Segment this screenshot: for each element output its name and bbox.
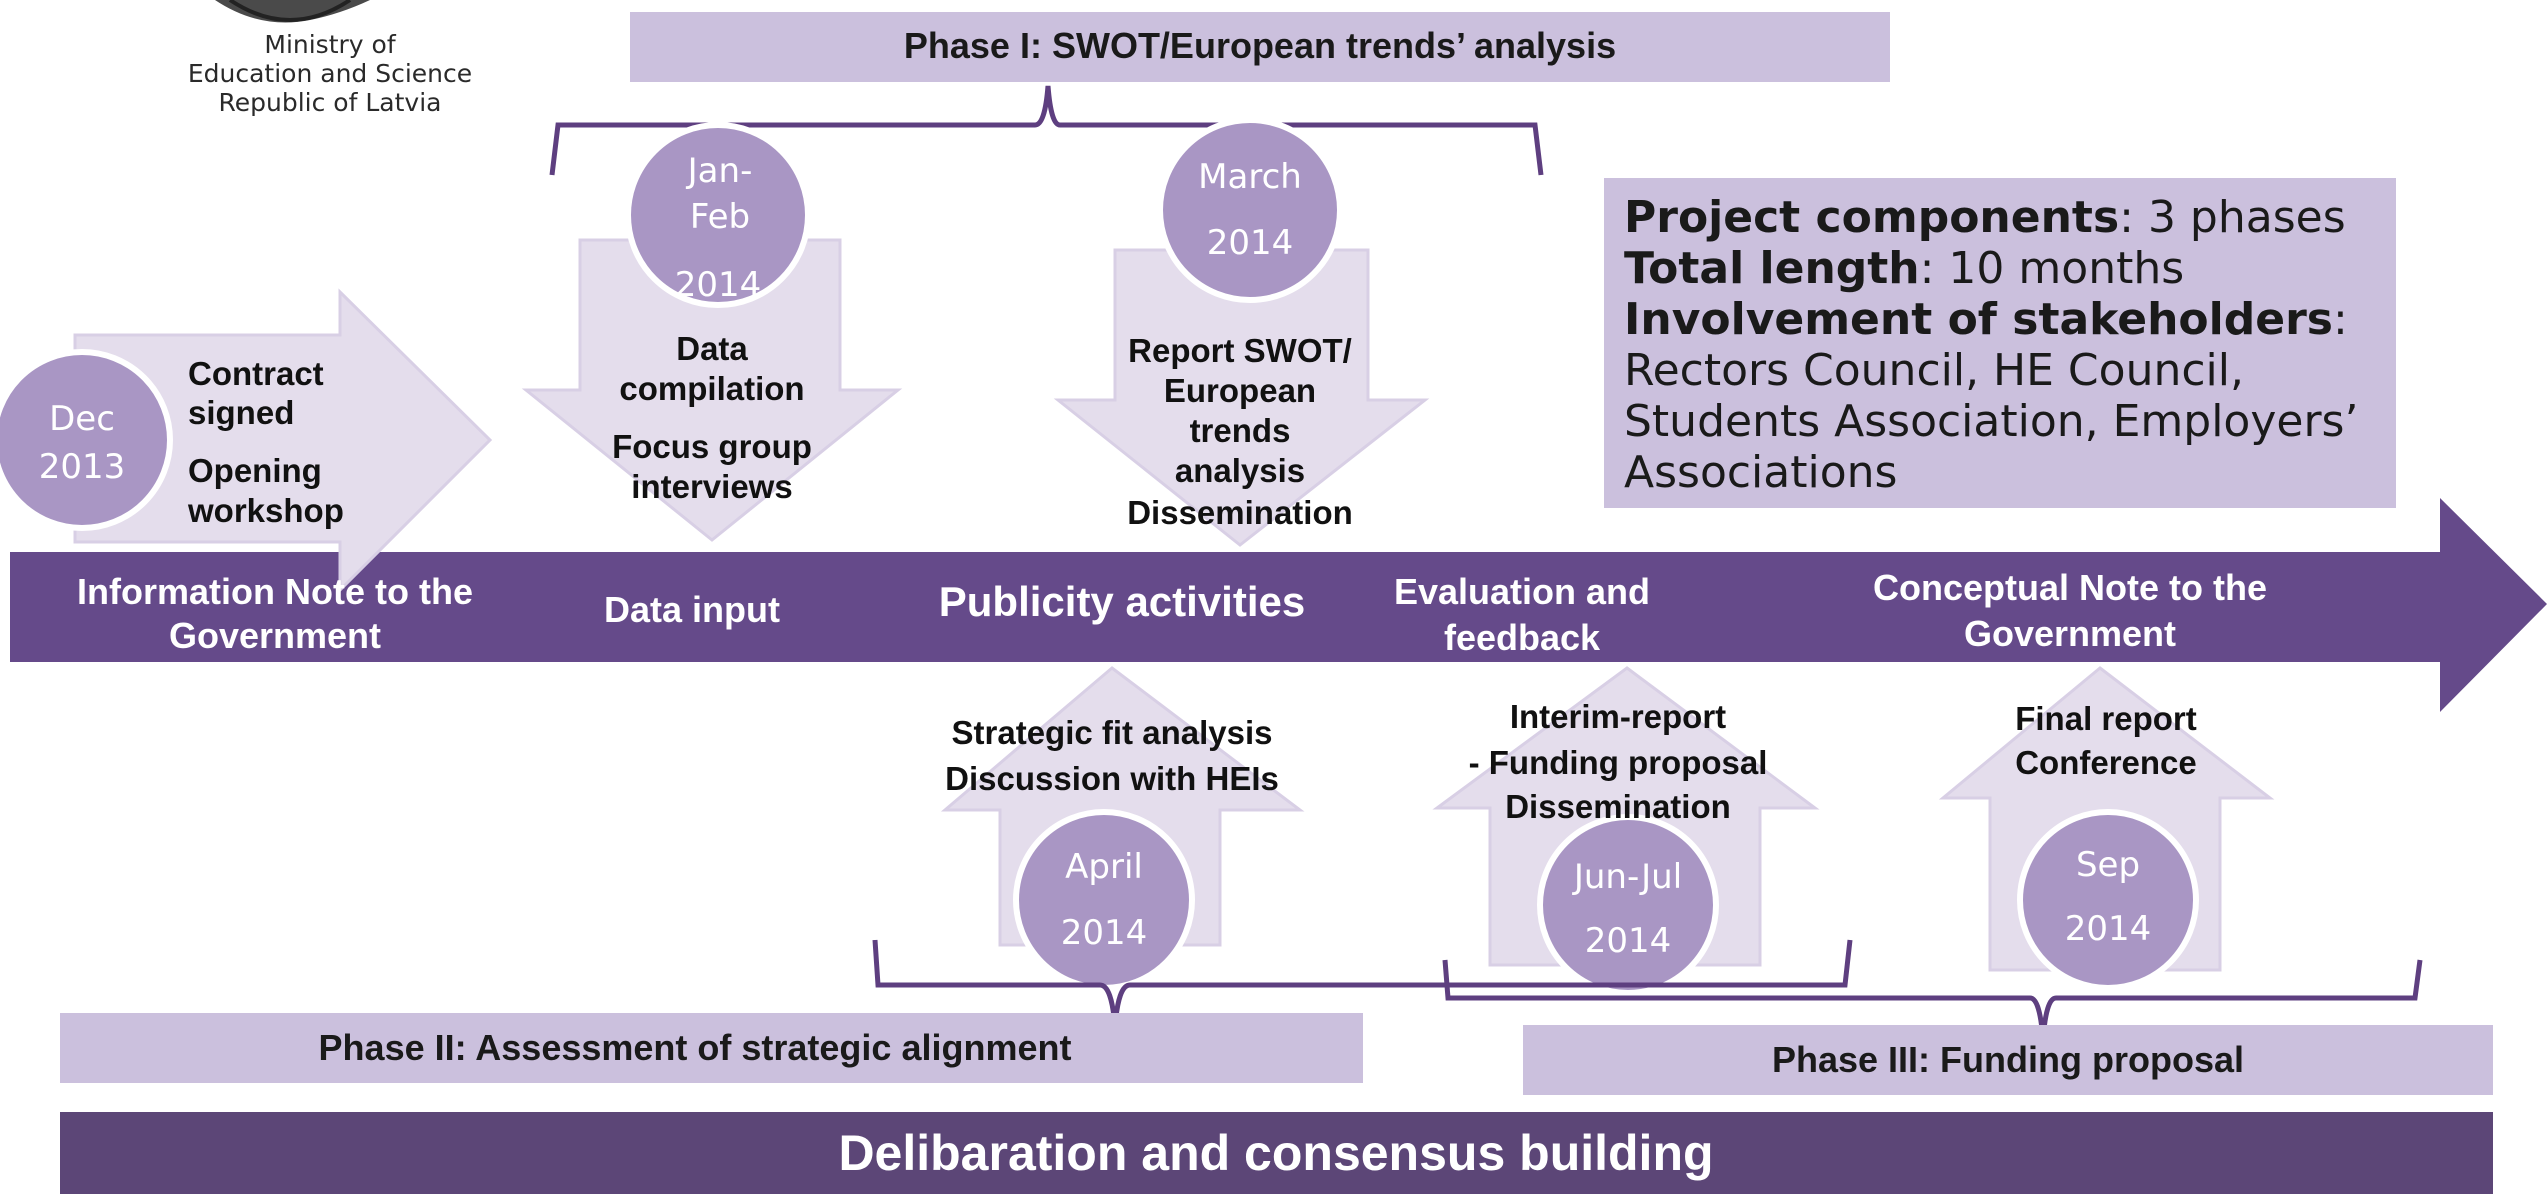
timeline-arrow bbox=[10, 498, 2547, 712]
date-circle-janfeb bbox=[625, 122, 811, 308]
components-value: : 3 phases bbox=[2119, 192, 2346, 243]
strategic-line2: Discussion with HEIs bbox=[945, 760, 1279, 797]
date-circle-march bbox=[1157, 117, 1343, 303]
stakeholders-line1: Rectors Council, HE Council, bbox=[1624, 345, 2244, 396]
date-circle-junjul bbox=[1537, 814, 1719, 996]
phase3-label: Phase III: Funding proposal bbox=[1772, 1039, 2244, 1080]
components-row: Project components: 3 phases bbox=[1624, 192, 2376, 243]
footer-label: Delibaration and consensus building bbox=[838, 1125, 1713, 1181]
date-circle-dec bbox=[0, 349, 173, 531]
date-junjul-year: 2014 bbox=[1585, 921, 1672, 961]
report-line2: European bbox=[1164, 372, 1316, 409]
phase1-label: Phase I: SWOT/European trends’ analysis bbox=[904, 25, 1616, 66]
contract-line3: Opening bbox=[188, 452, 322, 489]
date-circle-april bbox=[1013, 809, 1195, 991]
final-line1: Final report bbox=[2015, 700, 2197, 737]
stakeholders-row: Involvement of stakeholders: bbox=[1624, 294, 2376, 345]
date-dec-month: Dec bbox=[49, 399, 115, 439]
phase2-label: Phase II: Assessment of strategic alignm… bbox=[319, 1027, 1072, 1068]
conceptual-line2: Government bbox=[1964, 613, 2176, 654]
data-input-label: Data input bbox=[604, 589, 780, 630]
data-line1: Data bbox=[676, 330, 748, 367]
date-junjul-month: Jun-Jul bbox=[1572, 857, 1682, 897]
length-row: Total length: 10 months bbox=[1624, 243, 2376, 294]
stakeholders-line2: Students Association, Employers’ bbox=[1624, 396, 2359, 447]
data-line4: interviews bbox=[631, 468, 792, 505]
data-line3: Focus group bbox=[612, 428, 812, 465]
data-arrow-shape bbox=[521, 238, 903, 542]
logo-line3: Republic of Latvia bbox=[218, 88, 442, 117]
date-dec-year: 2013 bbox=[39, 447, 126, 487]
stakeholders-line3: Associations bbox=[1624, 447, 1898, 498]
interim-line3: Dissemination bbox=[1505, 788, 1731, 825]
ministry-logo-text: Ministry of Education and Science Republ… bbox=[150, 30, 510, 117]
contract-line2: signed bbox=[188, 394, 294, 431]
date-janfeb-year: 2014 bbox=[675, 265, 762, 305]
date-april-month: April bbox=[1065, 847, 1143, 887]
logo-line2: Education and Science bbox=[187, 59, 473, 88]
contract-line4: workshop bbox=[187, 492, 344, 529]
length-value: : 10 months bbox=[1919, 243, 2185, 294]
phase1-box bbox=[630, 12, 1890, 82]
report-line5: Dissemination bbox=[1127, 494, 1353, 531]
date-janfeb-month2: Feb bbox=[690, 197, 750, 237]
info-note-line1: Information Note to the bbox=[77, 571, 473, 612]
date-circle-sep bbox=[2017, 809, 2199, 991]
components-label: Project components bbox=[1624, 192, 2120, 243]
date-sep-year: 2014 bbox=[2065, 909, 2152, 949]
date-janfeb-month1: Jan- bbox=[686, 151, 753, 191]
footer-band bbox=[60, 1112, 2493, 1194]
report-line4: analysis bbox=[1175, 452, 1305, 489]
evaluation-line2: feedback bbox=[1444, 617, 1601, 658]
report-arrow-shape bbox=[1053, 248, 1430, 547]
logo-line1: Ministry of bbox=[264, 30, 396, 59]
strategic-line1: Strategic fit analysis bbox=[952, 714, 1273, 751]
date-april-year: 2014 bbox=[1061, 913, 1148, 953]
stakeholders-colon: : bbox=[2332, 294, 2348, 345]
date-sep-month: Sep bbox=[2076, 845, 2140, 885]
stakeholders-label: Involvement of stakeholders bbox=[1624, 294, 2333, 345]
info-note-line2: Government bbox=[169, 615, 381, 656]
interim-line1: Interim-report bbox=[1510, 698, 1726, 735]
phase3-box bbox=[1523, 1025, 2493, 1095]
phase2-box bbox=[60, 1013, 1363, 1083]
date-march-year: 2014 bbox=[1207, 223, 1294, 263]
ministry-emblem-icon bbox=[215, 0, 370, 23]
length-label: Total length bbox=[1624, 243, 1920, 294]
contract-line1: Contract bbox=[188, 355, 324, 392]
publicity-label: Publicity activities bbox=[939, 578, 1305, 625]
conceptual-line1: Conceptual Note to the bbox=[1873, 567, 2267, 608]
evaluation-line1: Evaluation and bbox=[1394, 571, 1650, 612]
report-line3: trends bbox=[1190, 412, 1291, 449]
project-info-box: Project components: 3 phases Total lengt… bbox=[1604, 178, 2396, 508]
contract-arrow-shape bbox=[73, 288, 493, 594]
final-line2: Conference bbox=[2015, 744, 2197, 781]
data-line2: compilation bbox=[619, 370, 804, 407]
date-march-month: March bbox=[1198, 157, 1302, 197]
interim-line2: - Funding proposal bbox=[1469, 744, 1768, 781]
phase1-bracket bbox=[549, 85, 1544, 176]
report-line1: Report SWOT/ bbox=[1128, 332, 1352, 369]
